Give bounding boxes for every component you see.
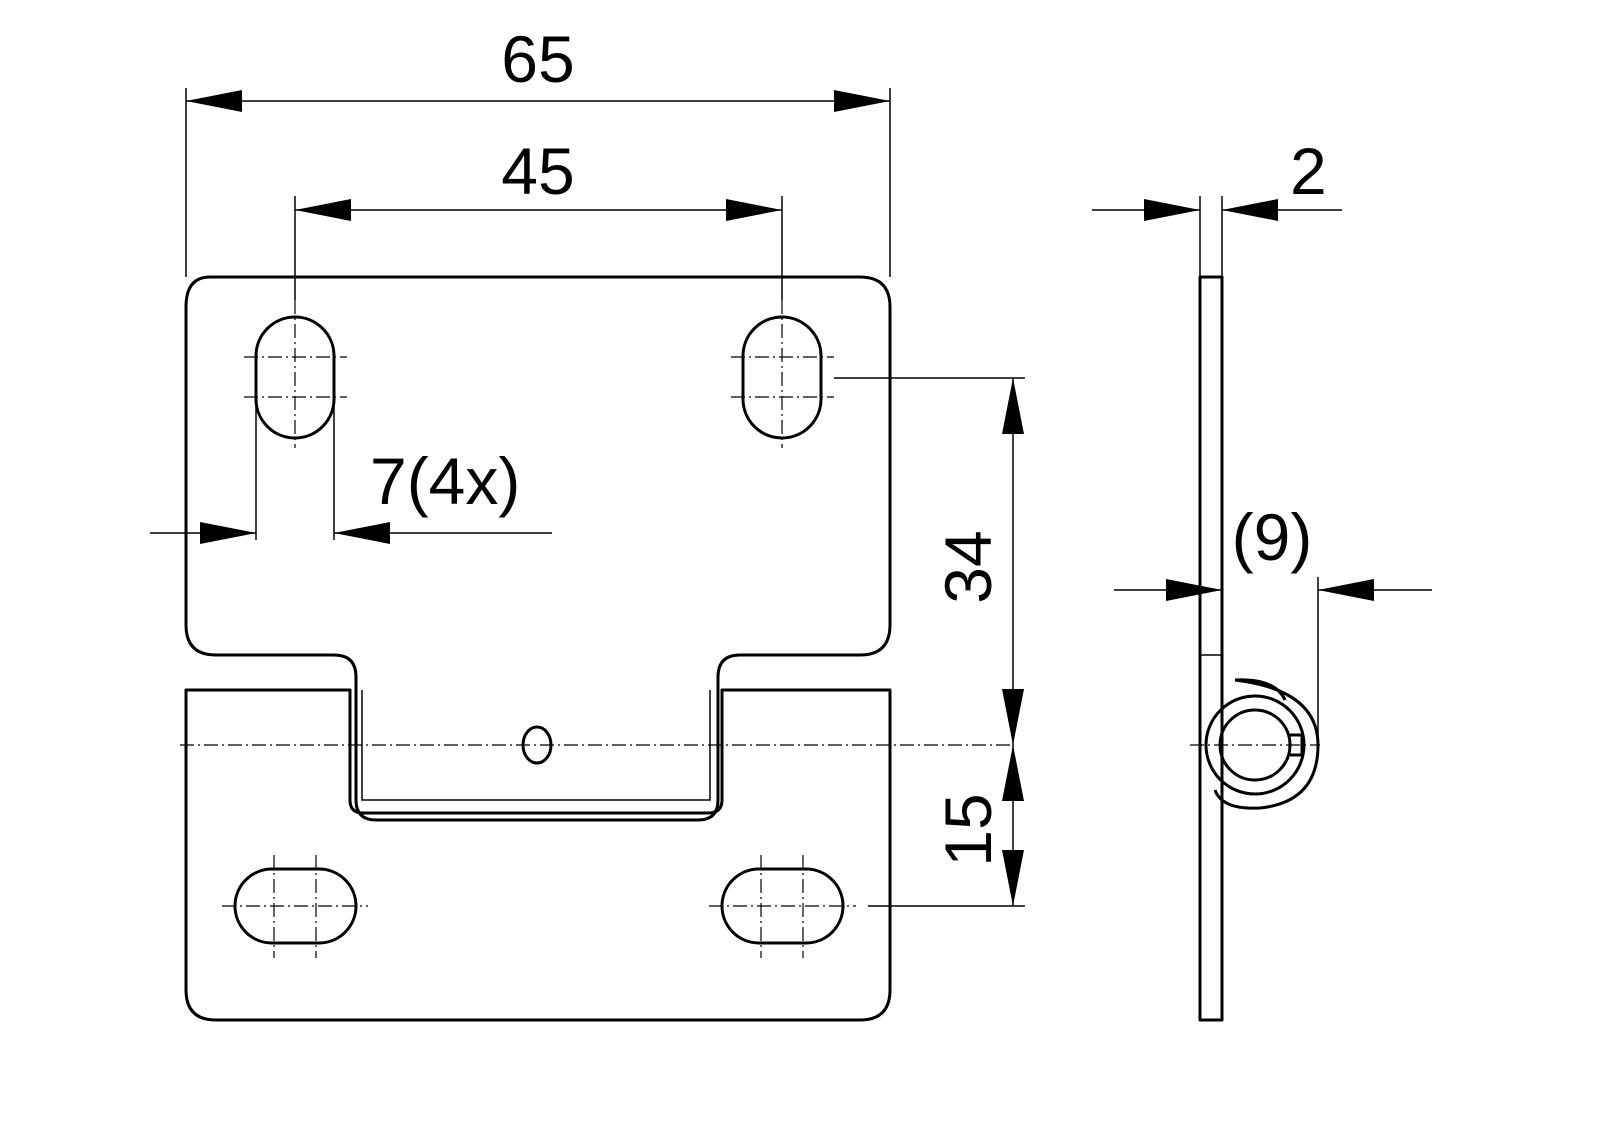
front-view xyxy=(180,275,1010,1022)
dim-label-9: (9) xyxy=(1232,500,1313,574)
dim-label-2: 2 xyxy=(1290,134,1327,208)
side-plate xyxy=(1198,275,1224,1022)
dimension-34: 34 xyxy=(834,377,1025,745)
dim-label-45: 45 xyxy=(501,134,574,208)
dimension-2: 2 xyxy=(1092,134,1342,277)
dimension-45: 45 xyxy=(294,134,783,300)
dimension-15: 15 xyxy=(868,745,1025,907)
dimension-9: (9) xyxy=(1114,500,1432,745)
dimension-7-4x: 7(4x) xyxy=(150,400,552,544)
dimension-65: 65 xyxy=(185,22,891,277)
dim-label-15: 15 xyxy=(931,793,1005,866)
center-lines xyxy=(180,300,1010,958)
upper-leaf-outline xyxy=(184,275,892,822)
hinge-knuckle xyxy=(1190,678,1320,810)
dim-label-7-4x: 7(4x) xyxy=(370,444,520,518)
dim-label-65: 65 xyxy=(501,22,574,96)
dim-label-34: 34 xyxy=(931,530,1005,603)
lower-leaf-outline xyxy=(184,688,892,1022)
side-view xyxy=(1190,275,1320,1022)
